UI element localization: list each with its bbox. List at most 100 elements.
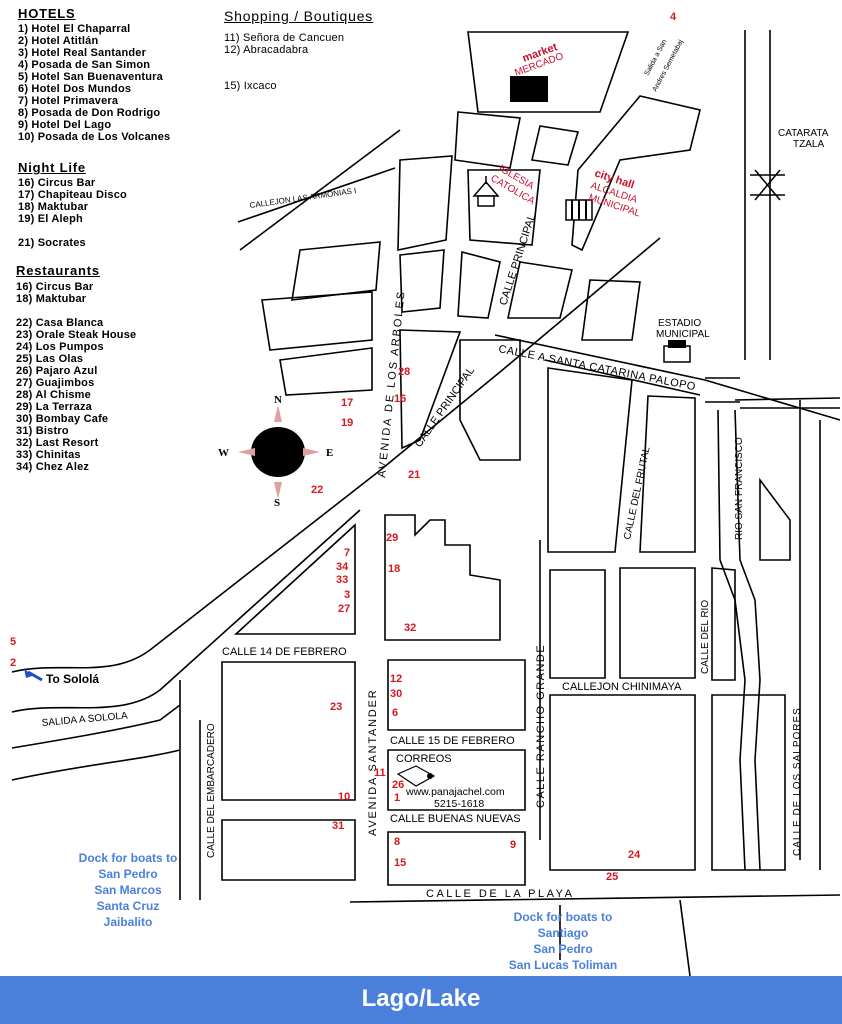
list-item: 26) Pajaro Azul: [16, 365, 98, 377]
block: [457, 250, 501, 319]
marker-5: 5: [10, 636, 16, 648]
label-catarata: CATARATA: [778, 128, 829, 139]
list-item: 25) Las Olas: [16, 353, 84, 365]
list-item: 7) Hotel Primavera: [18, 95, 119, 107]
label-avenida-santander: AVENIDA SANTANDER: [367, 688, 379, 836]
road-edge: [349, 894, 841, 903]
block: [467, 169, 541, 246]
dock-right-line-4: San Lucas Toliman: [509, 958, 617, 972]
road-edge: [11, 509, 361, 713]
list-item: 11) Señora de Cancuen: [224, 32, 345, 44]
list-item: 28) Al Chisme: [16, 389, 91, 401]
marker-12: 12: [390, 673, 402, 685]
marker-17: 17: [341, 397, 353, 409]
label-calle-embarcadero: CALLE DEL EMBARCADERO: [206, 723, 217, 858]
marker-10: 10: [338, 791, 350, 803]
marker-28: 28: [398, 366, 410, 378]
label-calle-rio: CALLE DEL RIO: [700, 600, 711, 674]
list-item: 17) Chapiteau Disco: [18, 189, 127, 201]
restaurants-title: Restaurants: [16, 263, 100, 278]
list-item: 30) Bombay Cafe: [16, 413, 109, 425]
label-web: www.panajachel.com: [405, 786, 505, 798]
block: [711, 567, 736, 681]
compass-s: S: [274, 497, 280, 509]
marker-19: 19: [341, 417, 353, 429]
dock-right-line-2: Santiago: [538, 926, 589, 940]
list-item: 10) Posada de Los Volcanes: [18, 131, 171, 143]
label-phone: 5215-1618: [434, 798, 484, 810]
dock-left-line-4: Santa Cruz: [97, 899, 160, 913]
marker-21: 21: [408, 469, 420, 481]
list-item: 2) Hotel Atitlán: [18, 35, 99, 47]
marker-1: 1: [394, 792, 400, 804]
dock-left-line-3: San Marcos: [94, 883, 162, 897]
list-item: 6) Hotel Dos Mundos: [18, 83, 132, 95]
list-item: 4) Posada de San Simon: [18, 59, 151, 71]
list-item: 34) Chez Alez: [16, 461, 90, 473]
road-edge: [239, 129, 401, 251]
block: [759, 477, 791, 561]
marker-34: 34: [336, 561, 349, 573]
dock-left-line-5: Jaibalito: [104, 915, 153, 929]
block: [221, 819, 356, 881]
label-calle-buenas-nuevas: CALLE BUENAS NUEVAS: [390, 813, 521, 825]
mail-icon: [396, 765, 436, 787]
list-item: 16) Circus Bar: [18, 177, 96, 189]
label-estadio: ESTADIO: [658, 318, 701, 329]
marker-25: 25: [606, 871, 618, 883]
road-edge: [179, 680, 201, 900]
block: [459, 339, 521, 461]
market-icon: [510, 76, 548, 102]
list-item: 29) La Terraza: [16, 401, 92, 413]
road-edge: [544, 359, 701, 396]
label-avenida-arboles: AVENIDA DE LOS ARBOLES: [376, 289, 408, 478]
nightlife-legend: Night Life 16) Circus Bar 17) Chapiteau …: [18, 161, 127, 249]
hotels-title: HOTELS: [18, 6, 76, 21]
marker-7: 7: [344, 547, 350, 559]
block: [507, 261, 573, 319]
marker-6: 6: [392, 707, 398, 719]
label-calle-15: CALLE 15 DE FEBRERO: [390, 735, 515, 747]
list-item: 27) Guajimbos: [16, 377, 95, 389]
list-item: 24) Los Pumpos: [16, 341, 104, 353]
marker-22: 22: [311, 484, 323, 496]
block: [233, 523, 356, 635]
dock-left-line-1: Dock for boats to: [79, 851, 178, 865]
marker-8: 8: [394, 836, 400, 848]
marker-4: 4: [670, 11, 677, 23]
list-item: 18) Maktubar: [18, 201, 89, 213]
block: [531, 125, 580, 166]
compass-w: W: [218, 447, 229, 459]
block: [581, 279, 641, 341]
block: [387, 749, 526, 811]
list-item: 15) Ixcaco: [224, 80, 277, 92]
block: [291, 241, 381, 301]
road-edge: [11, 237, 661, 673]
marker-11: 11: [374, 767, 386, 779]
marker-32: 32: [404, 622, 416, 634]
compass-e: E: [326, 447, 333, 459]
list-item: 18) Maktubar: [16, 293, 87, 305]
marker-31: 31: [332, 820, 344, 832]
block: [261, 291, 373, 351]
road-edge: [559, 899, 691, 976]
block: [399, 329, 462, 450]
list-item: 8) Posada de Don Rodrigo: [18, 107, 161, 119]
dock-left-line-2: San Pedro: [98, 867, 157, 881]
marker-2: 2: [10, 657, 16, 669]
marker-9: 9: [510, 839, 516, 851]
list-item: 33) Chinitas: [16, 449, 81, 461]
block: [467, 31, 630, 113]
label-callejon-chinimaya: CALLEJON CHINIMAYA: [562, 681, 682, 693]
block: [549, 694, 696, 871]
block: [549, 569, 606, 679]
block: [221, 661, 356, 801]
river: [717, 409, 746, 871]
block: [279, 347, 373, 396]
block: [639, 395, 696, 553]
marker-16: 16: [394, 393, 406, 405]
marker-26: 26: [392, 779, 404, 791]
list-item: 5) Hotel San Buenaventura: [18, 71, 163, 83]
marker-27: 27: [338, 603, 350, 615]
stadium-icon: [663, 340, 691, 363]
